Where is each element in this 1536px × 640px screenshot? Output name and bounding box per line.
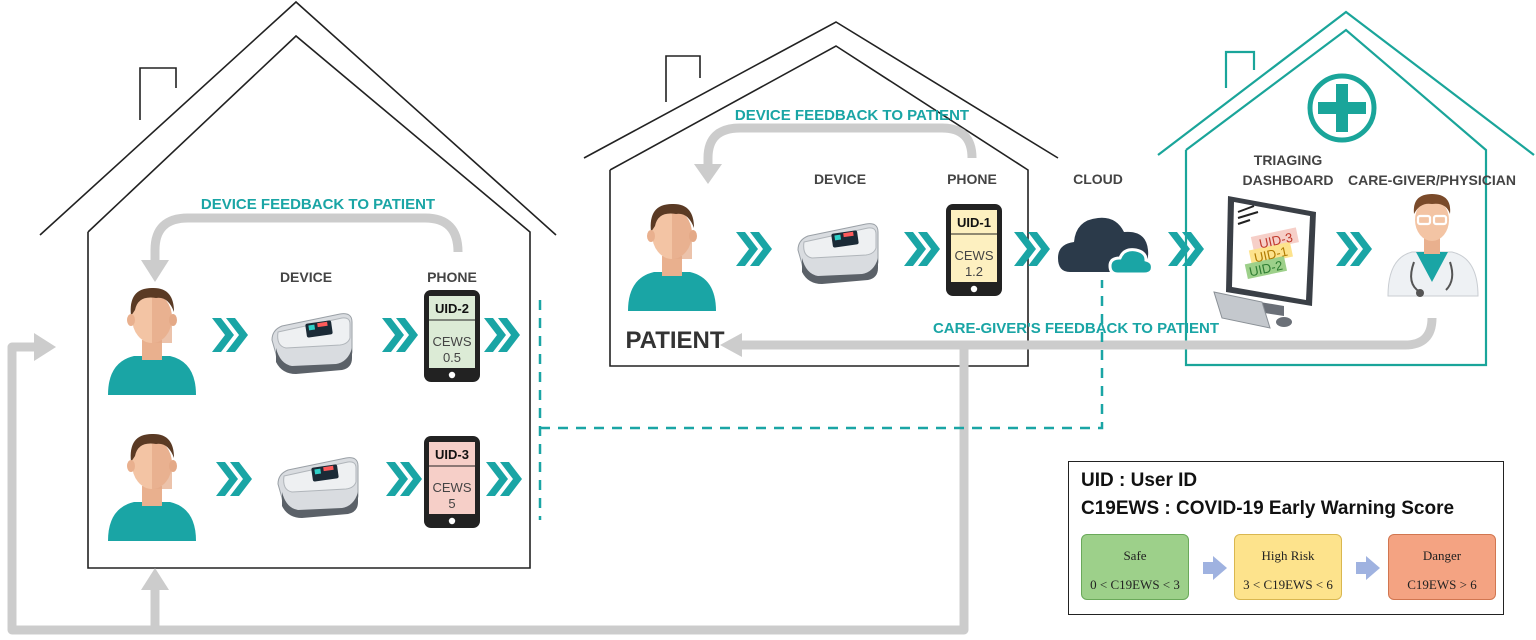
- middle-feedback-label: DEVICE FEEDBACK TO PATIENT: [735, 107, 969, 124]
- triaging-label-1: TRIAGING: [1254, 152, 1323, 168]
- phone-uid: UID-3: [435, 447, 469, 462]
- phone-uid: UID-2: [435, 301, 469, 316]
- outer-loop-arrowhead: [34, 333, 56, 361]
- phone-value: 0.5: [443, 350, 461, 365]
- middle-feedback-arrow: [703, 123, 977, 166]
- phone-metric: CEWS: [955, 248, 994, 263]
- left-feedback-label: DEVICE FEEDBACK TO PATIENT: [201, 196, 435, 213]
- flow-chevron-icon: [486, 462, 522, 496]
- legend-uid-definition: UID : User ID: [1081, 470, 1198, 491]
- flow-chevron-icon: [1168, 232, 1204, 266]
- left-device-label: DEVICE: [280, 269, 332, 285]
- phone-metric: CEWS: [433, 480, 472, 495]
- left-feedback-arrow: [150, 213, 463, 262]
- left-feedback-arrowhead: [141, 260, 169, 282]
- caregiver-label: CARE-GIVER/PHYSICIAN: [1348, 172, 1516, 188]
- middle-phone-label: PHONE: [947, 171, 997, 187]
- legend-score-definition: C19EWS : COVID-19 Early Warning Score: [1081, 498, 1455, 519]
- outer-loop-arrow: [7, 342, 969, 635]
- legend-box: UID : User ID C19EWS : COVID-19 Early Wa…: [1068, 461, 1504, 615]
- legend-level-range: 0 < C19EWS < 3: [1090, 577, 1180, 592]
- legend-level-range: 3 < C19EWS < 6: [1243, 577, 1333, 592]
- patient-1-avatar: [628, 203, 716, 311]
- caregiver-feedback-label: CARE-GIVER'S FEEDBACK TO PATIENT: [933, 320, 1219, 337]
- phone-metric: CEWS: [433, 334, 472, 349]
- legend-level-danger: Danger C19EWS > 6: [1388, 534, 1496, 600]
- flow-chevron-icon: [386, 462, 422, 496]
- flow-chevron-icon: [382, 318, 418, 352]
- middle-feedback-arrowhead: [694, 164, 722, 184]
- phone-uid-3: UID-3 CEWS 5: [424, 436, 480, 528]
- flow-chevron-icon: [216, 462, 252, 496]
- medical-cross-icon: [1307, 73, 1377, 143]
- legend-level-name: Danger: [1422, 548, 1462, 563]
- dashboard-row: UID-2: [1248, 258, 1284, 280]
- legend-level-range: C19EWS > 6: [1407, 577, 1477, 592]
- phone-value: 5: [448, 496, 455, 511]
- phone-uid-1: UID-1 CEWS 1.2: [946, 204, 1002, 296]
- middle-device-label: DEVICE: [814, 171, 866, 187]
- flow-chevron-icon: [736, 232, 772, 266]
- patient-label: PATIENT: [625, 327, 724, 354]
- caregiver-physician-avatar: [1387, 194, 1479, 297]
- cloud-label: CLOUD: [1073, 171, 1123, 187]
- phone-uid-2: UID-2 CEWS 0.5: [424, 290, 480, 382]
- phone-value: 1.2: [965, 264, 983, 279]
- legend-level-safe: Safe 0 < C19EWS < 3: [1081, 534, 1189, 600]
- oximeter-device-2: [271, 313, 353, 375]
- flow-chevron-icon: [904, 232, 940, 266]
- oximeter-device-1: [797, 223, 879, 285]
- flow-chevron-icon: [212, 318, 248, 352]
- legend-level-name: Safe: [1123, 548, 1147, 563]
- legend-level-name: High Risk: [1261, 548, 1315, 563]
- flow-chevron-icon: [1336, 232, 1372, 266]
- dashboard-row: UID-1: [1253, 244, 1289, 266]
- patient-2-avatar: [108, 287, 196, 395]
- middle-house: [583, 21, 1059, 367]
- cloud-icon: [1058, 217, 1154, 276]
- left-phone-label: PHONE: [427, 269, 477, 285]
- legend-level-high-risk: High Risk 3 < C19EWS < 6: [1234, 534, 1342, 600]
- house-entry-arrowhead: [141, 568, 169, 590]
- oximeter-device-3: [277, 457, 359, 519]
- legend-arrow-icon: [1356, 556, 1380, 580]
- triaging-dashboard-monitor: UID-3 UID-1 UID-2: [1213, 196, 1316, 329]
- legend-arrow-icon: [1203, 556, 1227, 580]
- cloud-data-link: [538, 280, 1104, 520]
- left-house: [39, 0, 557, 569]
- triaging-label-2: DASHBOARD: [1243, 172, 1334, 188]
- caregiver-feedback-arrowhead: [720, 333, 742, 357]
- caregiver-feedback-arrow: [740, 317, 1437, 350]
- hospital-house: [1157, 10, 1535, 367]
- dashboard-row: UID-3: [1258, 230, 1294, 252]
- flow-chevron-icon: [484, 318, 520, 352]
- phone-uid: UID-1: [957, 215, 991, 230]
- patient-3-avatar: [108, 433, 196, 541]
- flow-chevron-icon: [1014, 232, 1050, 266]
